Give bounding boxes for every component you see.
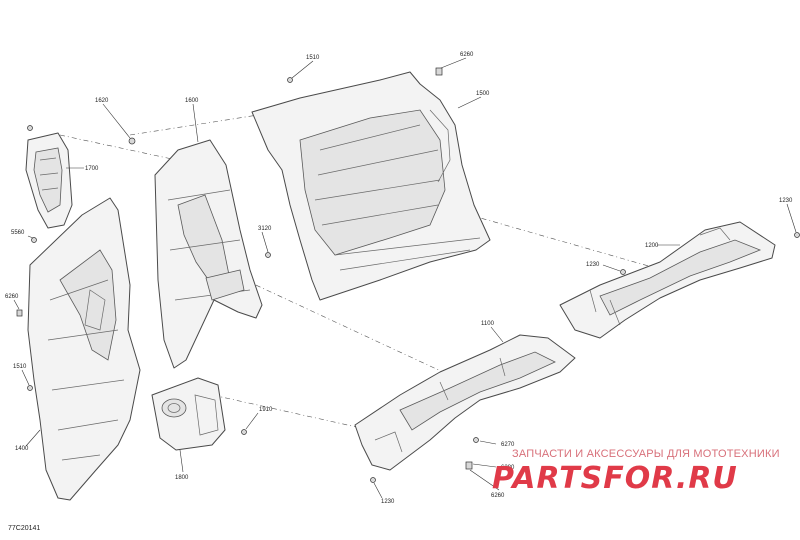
watermark-brand: PARTSFOR.RU — [492, 461, 738, 496]
callout-1800: 1800 — [175, 475, 189, 481]
fastener-6270 — [473, 437, 479, 443]
callout-1200: 1200 — [645, 243, 659, 249]
watermark: ЗАПЧАСТИ И АКСЕССУАРЫ ДЛЯ МОТОТЕХНИКИ PA… — [492, 448, 780, 496]
fastener-1230-mid — [620, 269, 626, 275]
fastener-1510-left — [27, 385, 33, 391]
callout-3120: 3120 — [258, 226, 272, 232]
callout-1230-bottom: 1230 — [381, 499, 395, 505]
fastener-6260-bottom — [465, 461, 473, 470]
fastener-1230-right — [794, 232, 800, 238]
callout-1230-mid: 1230 — [586, 262, 600, 268]
fastener-1910 — [241, 429, 247, 435]
fastener-6260-left — [16, 309, 23, 317]
part-1600 — [154, 139, 263, 369]
callout-1910: 1910 — [259, 407, 273, 413]
callout-6280: 6280 — [501, 465, 515, 471]
callout-1700: 1700 — [85, 166, 99, 172]
callout-6260-bottom: 6260 — [491, 493, 505, 499]
fasteners — [16, 67, 800, 483]
fastener-1620 — [128, 137, 136, 145]
watermark-tagline: ЗАПЧАСТИ И АКСЕССУАРЫ ДЛЯ МОТОТЕХНИКИ — [512, 448, 780, 460]
callout-1510-top: 1510 — [306, 55, 320, 61]
callout-5560: 5560 — [11, 230, 25, 236]
callout-1400: 1400 — [15, 446, 29, 452]
part-1400 — [27, 197, 141, 501]
callout-1500: 1500 — [476, 91, 490, 97]
fastener-6260-top — [435, 67, 443, 76]
leader-lines — [13, 57, 797, 499]
callout-6270: 6270 — [501, 442, 515, 448]
fastener-1230-bottom — [370, 477, 376, 483]
callout-1600: 1600 — [185, 98, 199, 104]
callout-labels: 1620 1600 1700 1510 6260 1500 3120 5560 … — [5, 52, 793, 505]
fastener-5560 — [31, 237, 37, 243]
callout-1100: 1100 — [481, 321, 495, 327]
fastener-1510-top — [287, 77, 293, 83]
part-1800 — [151, 377, 226, 451]
fastener-1620b — [27, 125, 33, 131]
part-1500 — [251, 71, 491, 301]
callout-6260-left: 6260 — [5, 294, 19, 300]
part-1200 — [559, 221, 776, 339]
callout-1620: 1620 — [95, 98, 109, 104]
callout-1230-right: 1230 — [779, 198, 793, 204]
callout-1510-left: 1510 — [13, 364, 27, 370]
fastener-3120 — [265, 252, 271, 258]
figure-reference: 77C20141 — [8, 525, 40, 532]
part-1100 — [354, 334, 576, 471]
part-1700 — [25, 132, 73, 229]
callout-6260-top: 6260 — [460, 52, 474, 58]
